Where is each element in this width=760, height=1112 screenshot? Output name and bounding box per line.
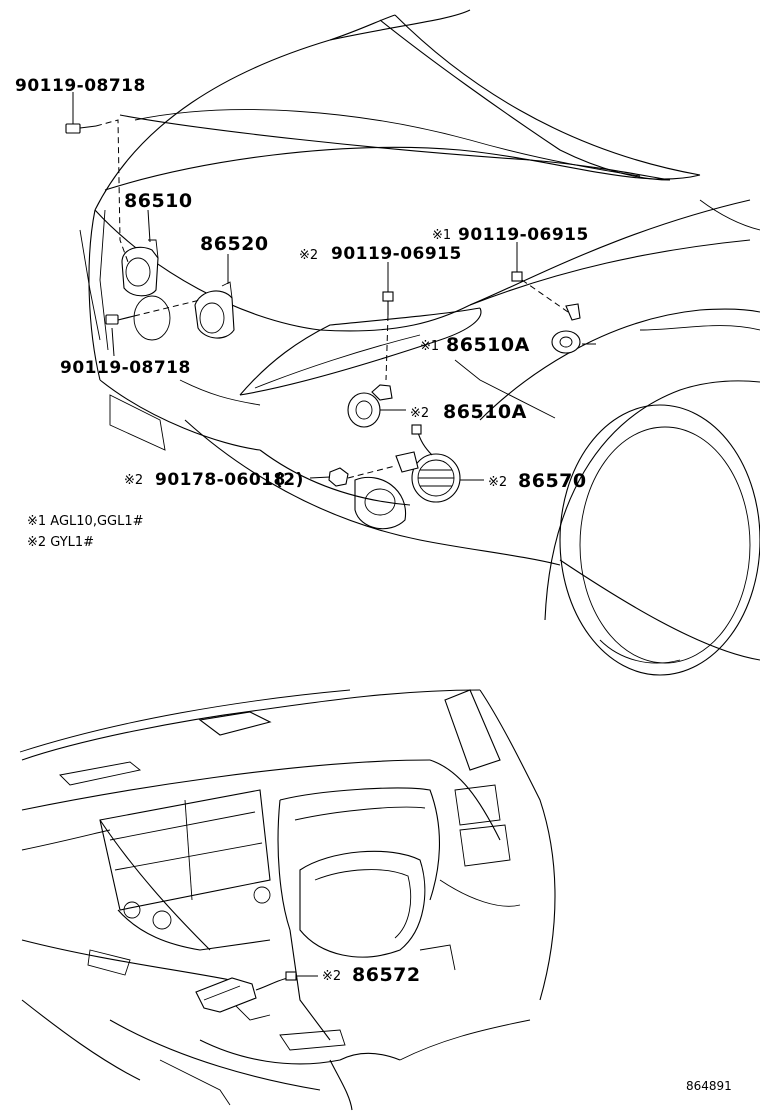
callout-horn-a-right-mark: ※1 [420, 339, 439, 354]
horn-86510A-right [551, 303, 581, 354]
callout-bolt-right-mark: ※1 [432, 228, 451, 243]
bolt-90119-06915-center [382, 291, 394, 381]
callout-bolt-left: 90119-08718 [60, 358, 191, 378]
vehicle-front-illustration [79, 9, 760, 676]
callout-controller: 86572 [352, 964, 421, 986]
callout-sensor-mark: ※2 [488, 475, 507, 490]
note-2: ※2 GYL1# [27, 535, 94, 550]
horn-mount-circle [133, 295, 171, 341]
controller-86572 [195, 971, 297, 1013]
horn-86510 [121, 239, 159, 297]
bolt-90119-06915-right [511, 271, 569, 313]
callout-horn-a-right: 86510A [446, 334, 530, 356]
callout-nut-qty: (2) [275, 470, 304, 490]
callout-horn-86510: 86510 [124, 190, 193, 212]
bolt-90119-08718-left [105, 299, 201, 325]
callout-horn-a-center-mark: ※2 [410, 406, 429, 421]
callout-nut-mark: ※2 [124, 473, 143, 488]
dashboard-illustration [19, 689, 556, 1111]
horn-86510A-center [347, 384, 393, 428]
callout-sensor: 86570 [518, 470, 587, 492]
callout-bolt-right: 90119-06915 [458, 225, 589, 245]
note-1: ※1 AGL10,GGL1# [27, 514, 144, 529]
callout-controller-mark: ※2 [322, 969, 341, 984]
callout-horn-a-center: 86510A [443, 401, 527, 423]
leader-lines-upper [72, 92, 596, 481]
callout-nut: 90178-06018 [155, 470, 286, 490]
nut-90178-06018 [328, 465, 396, 487]
callout-bolt-top: 90119-08718 [15, 76, 146, 96]
callout-bolt-center: 90119-06915 [331, 244, 462, 264]
wire-86510A [454, 359, 556, 419]
figure-number: 864891 [686, 1079, 732, 1093]
callout-bolt-center-mark: ※2 [299, 248, 318, 263]
horn-86520 [194, 281, 235, 339]
bolt-90119-08718-top [65, 119, 129, 263]
sensor-86570 [395, 424, 461, 503]
callout-horn-86520: 86520 [200, 233, 269, 255]
